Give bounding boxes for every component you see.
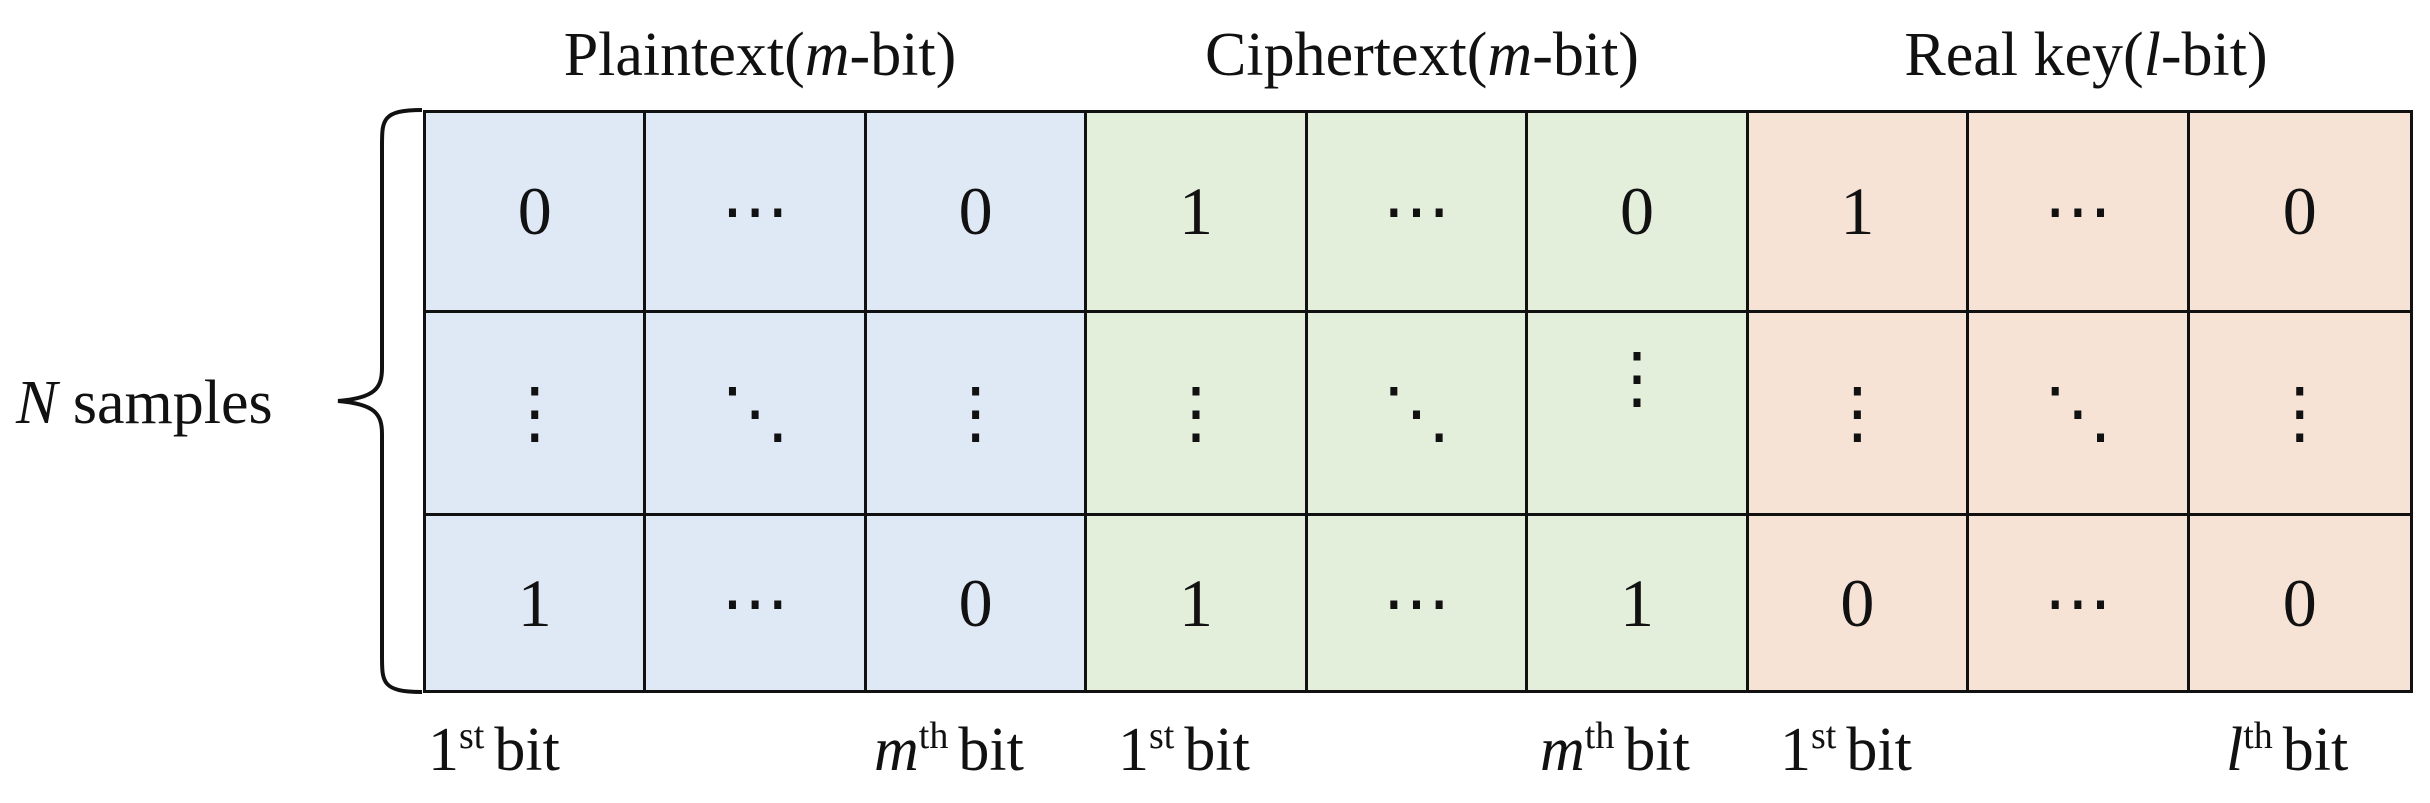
cell-r2-c9: ⋮ <box>2189 313 2410 516</box>
cell-r2-c8: ⋱ <box>1969 313 2190 516</box>
cell-r1-c3: 0 <box>866 113 1088 313</box>
cell-r3-c5: ⋯ <box>1307 516 1529 690</box>
cell-r3-c8: ⋯ <box>1969 516 2190 690</box>
cell-r1-c6: 0 <box>1528 113 1749 313</box>
realkey-header: Real key(l-bit) <box>1904 21 2268 89</box>
cell-r2-c2: ⋱ <box>646 313 867 516</box>
cell-r1-c4: 1 <box>1087 113 1308 313</box>
cell-r3-c9: 0 <box>2189 516 2410 690</box>
samples-brace <box>337 108 423 694</box>
cell-r1-c2: ⋯ <box>646 113 867 313</box>
cell-r3-c3: 0 <box>866 516 1088 690</box>
samples-label: N samples <box>16 369 273 437</box>
ciphertext-header: Ciphertext(m-bit) <box>1205 21 1639 89</box>
cell-r1-c5: ⋯ <box>1307 113 1529 313</box>
cell-r3-c1: 1 <box>426 516 647 690</box>
cell-r3-c7: 0 <box>1748 516 1970 690</box>
cell-r2-c7: ⋮ <box>1748 313 1970 516</box>
plaintext-header: Plaintext(m-bit) <box>563 21 957 89</box>
cell-r1-c8: ⋯ <box>1969 113 2190 313</box>
cell-r2-c6: ⋮ <box>1528 313 1749 516</box>
cell-r3-c4: 1 <box>1087 516 1308 690</box>
cell-r3-c2: ⋯ <box>646 516 867 690</box>
cell-r2-c3: ⋮ <box>866 313 1088 516</box>
cell-r1-c1: 0 <box>426 113 647 313</box>
cell-r2-c5: ⋱ <box>1307 313 1529 516</box>
cell-r3-c6: 1 <box>1528 516 1749 690</box>
cell-r2-c1: ⋮ <box>426 313 647 516</box>
cell-r1-c7: 1 <box>1748 113 1970 313</box>
cell-r2-c4: ⋮ <box>1087 313 1308 516</box>
cell-r1-c9: 0 <box>2189 113 2410 313</box>
